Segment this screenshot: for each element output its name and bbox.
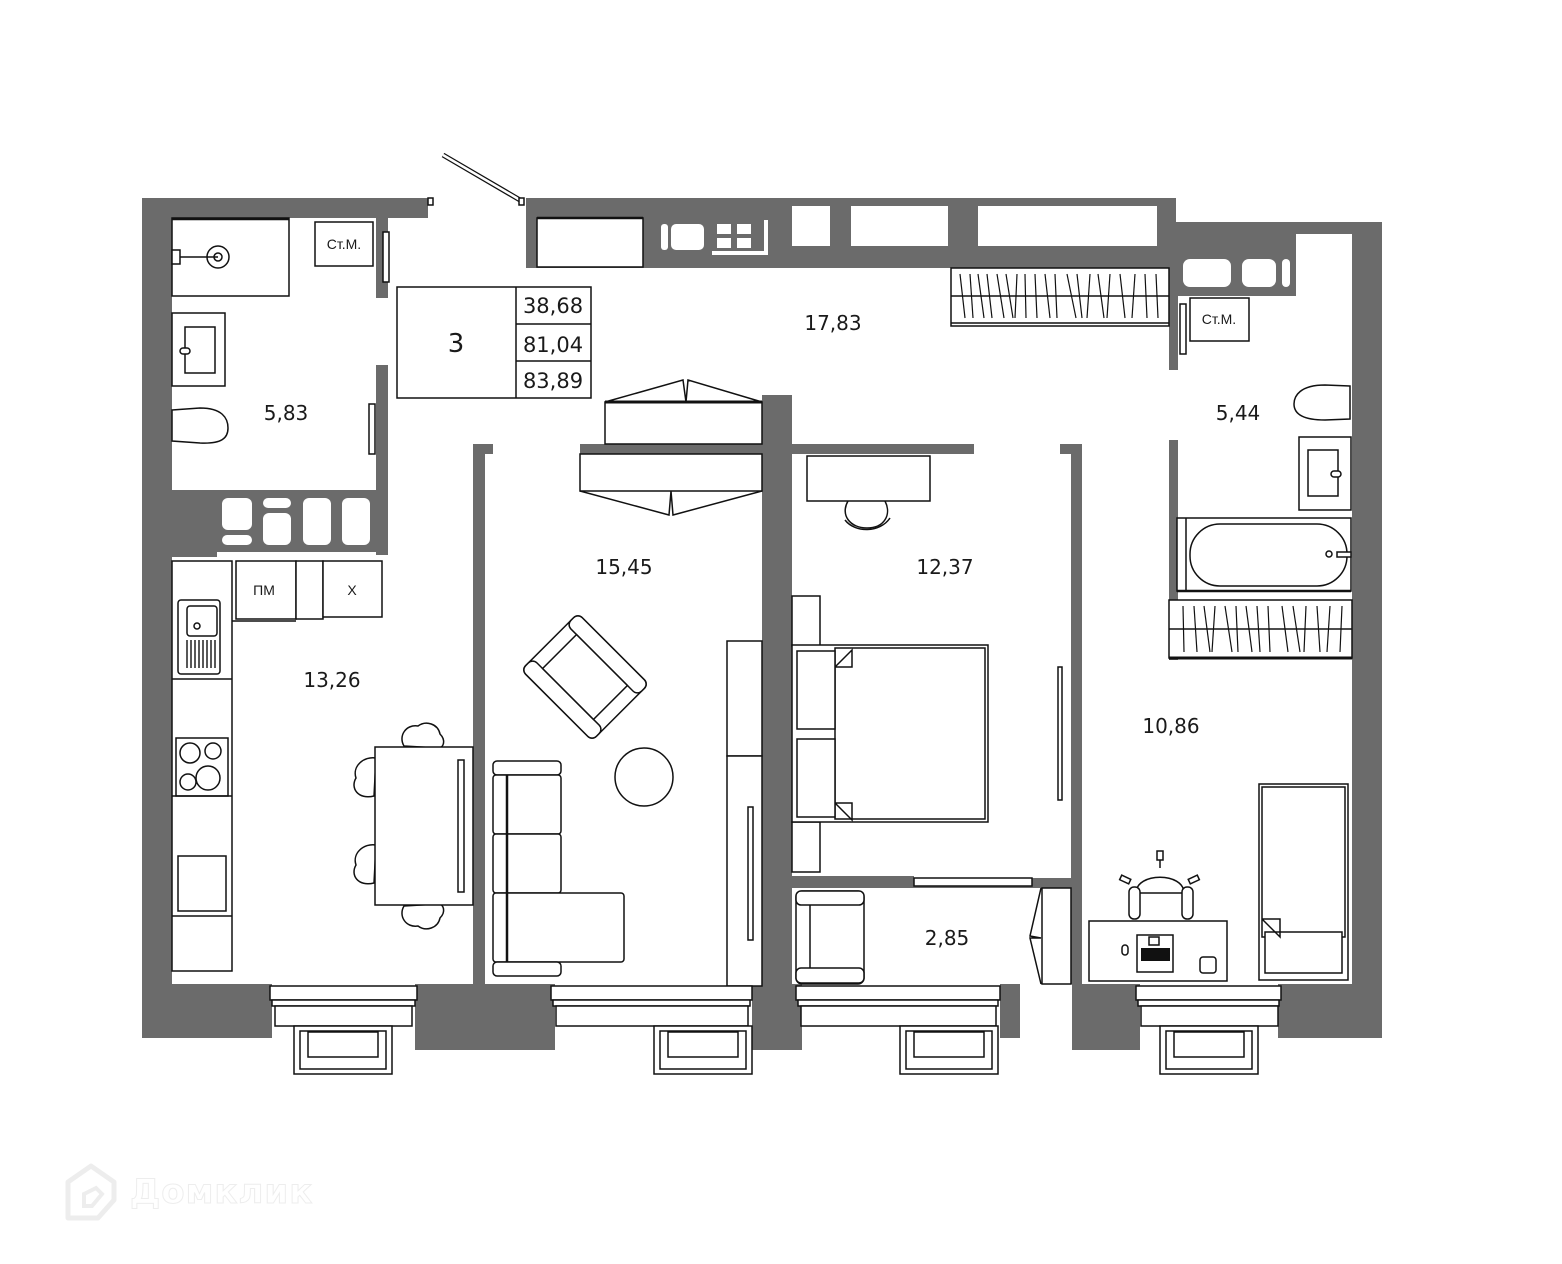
armchair [523,615,647,739]
washing-machine-left [314,221,374,267]
svg-text:ПМ: ПМ [253,582,275,598]
toilet [171,407,229,444]
total-area-with-balconies: 83,89 [523,369,583,393]
entrance-door[interactable] [427,152,525,206]
room-area: 10,86 [1142,714,1199,738]
svg-text:Ст.М.: Ст.М. [1202,311,1236,327]
room-area: 12,37 [916,555,973,579]
towel-rail [382,231,390,283]
room-area: 17,83 [804,311,861,335]
hallway: 17,83 [536,216,1170,445]
watermark: Домклик [62,1160,313,1224]
coffee-table [614,747,674,807]
bathroom-right: Ст.М. 5,44 [1176,297,1352,593]
sofa [492,760,625,977]
closet [1041,887,1072,985]
wardrobe-hangers [959,273,1159,319]
windows [269,985,1282,1075]
rooms-count: 3 [448,329,465,359]
kitchen: ПМ Х 13,26 [171,560,474,972]
bathroom-left: Ст.М. 5,83 [171,217,390,455]
bedroom: 12,37 [791,455,1063,887]
wardrobe-loggia: 2,85 [795,887,1072,985]
nightstand [791,595,821,647]
top-wall-niches [222,206,1290,545]
tv-stand [726,640,763,757]
mouse-icon [1121,944,1129,956]
tv [457,759,465,893]
closet-living [579,453,763,492]
window-kitchen [269,985,418,1075]
tv [1057,666,1063,801]
towel-rail [368,403,376,455]
shoe-cabinet [536,217,644,268]
washing-machine-right [1189,297,1250,342]
living-area: 38,68 [523,294,583,318]
house-logo-icon [65,1163,117,1221]
room-area: 5,83 [264,401,309,425]
office-chair [1118,850,1201,920]
nightstand [791,821,821,873]
kids-room: 10,86 [1088,714,1349,982]
window-living [550,985,753,1075]
svg-text:Х: Х [347,582,357,598]
toilet [1293,384,1351,421]
oven [177,855,227,912]
room-area: 5,44 [1216,401,1261,425]
closet-hall [604,401,763,445]
dining-table [353,722,474,930]
room-area: 2,85 [925,926,970,950]
tv [747,806,754,941]
room-area: 15,45 [595,555,652,579]
apartment-summary: 3 38,68 81,04 83,89 [396,286,592,399]
kids-wardrobe [1168,599,1353,660]
armchair [795,890,865,985]
living-room: 15,45 [492,453,763,987]
total-area: 81,04 [523,333,583,357]
window-bedroom [795,985,1001,1075]
fridge [322,560,383,618]
towel-rail [1179,303,1187,355]
chair [844,500,889,529]
lamp-icon [1199,956,1217,974]
watermark-text: Домклик [129,1172,314,1213]
dishwasher [235,560,297,620]
svg-text:Ст.М.: Ст.М. [327,236,361,252]
room-area: 13,26 [303,668,360,692]
window-kids [1135,985,1282,1075]
desk [806,455,931,502]
